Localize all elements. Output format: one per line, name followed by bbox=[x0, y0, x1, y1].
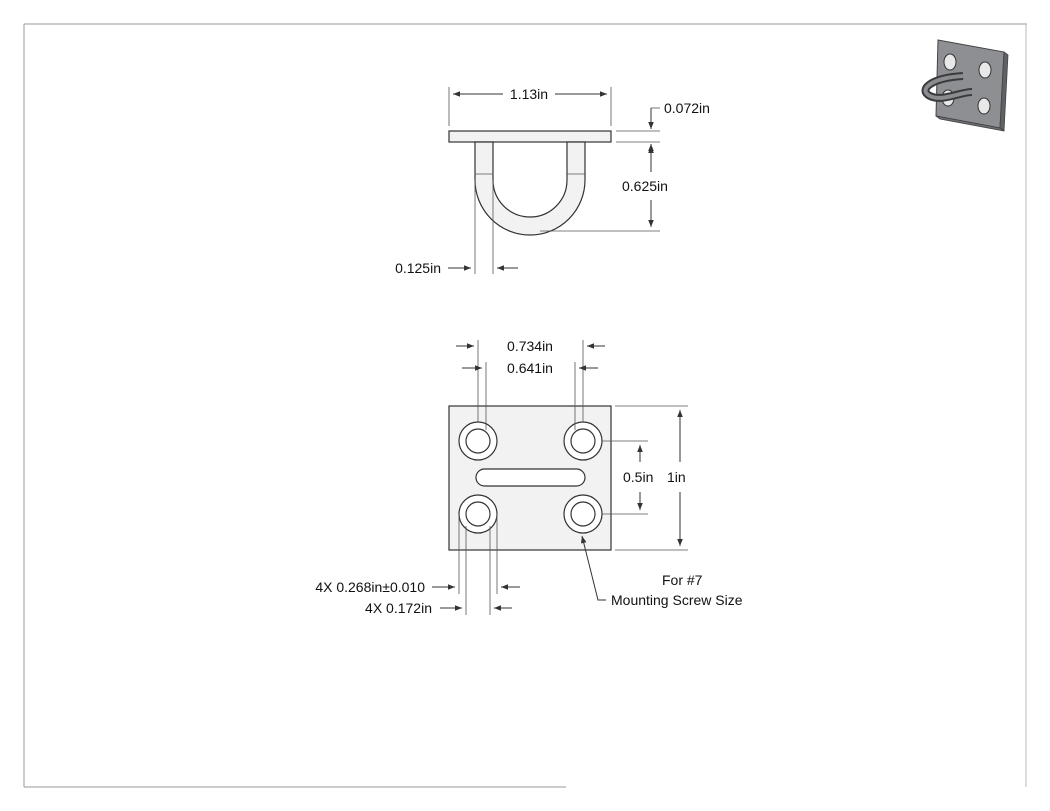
dim-overall-width: 1.13in bbox=[510, 86, 548, 102]
dim-plate-thickness: 0.072in bbox=[664, 100, 710, 116]
dim-vertical-hole-spacing: 0.5in bbox=[623, 469, 653, 485]
dim-wire-diameter: 0.125in bbox=[395, 260, 441, 276]
dim-loop-height: 0.625in bbox=[622, 178, 668, 194]
mounting-hole-top-right bbox=[563, 421, 603, 461]
note-screw-line1: For #7 bbox=[662, 572, 703, 588]
center-slot bbox=[475, 468, 586, 487]
isometric-view bbox=[921, 39, 1009, 132]
mounting-hole-bottom-right bbox=[563, 494, 603, 534]
note-screw-line2: Mounting Screw Size bbox=[611, 592, 743, 608]
dim-outer-hole-spacing: 0.734in bbox=[507, 338, 553, 354]
mounting-hole-bottom-left bbox=[458, 494, 498, 534]
side-u-loop bbox=[474, 141, 586, 236]
top-view: 0.734in 0.641in 0.5in 1in 4X 0.268in±0.0… bbox=[315, 338, 742, 616]
dim-counterbore-diameter: 4X 0.268in±0.010 bbox=[315, 579, 425, 595]
iso-plate bbox=[935, 39, 1005, 129]
dim-hole-diameter: 4X 0.172in bbox=[365, 600, 432, 616]
side-plate bbox=[448, 130, 612, 143]
mounting-hole-top-left bbox=[458, 421, 498, 461]
side-view: 1.13in 0.072in 0.625in 0.125in bbox=[395, 86, 710, 276]
sheet-border bbox=[23, 23, 1027, 788]
dim-plate-height: 1in bbox=[667, 469, 686, 485]
dim-inner-hole-spacing: 0.641in bbox=[507, 360, 553, 376]
